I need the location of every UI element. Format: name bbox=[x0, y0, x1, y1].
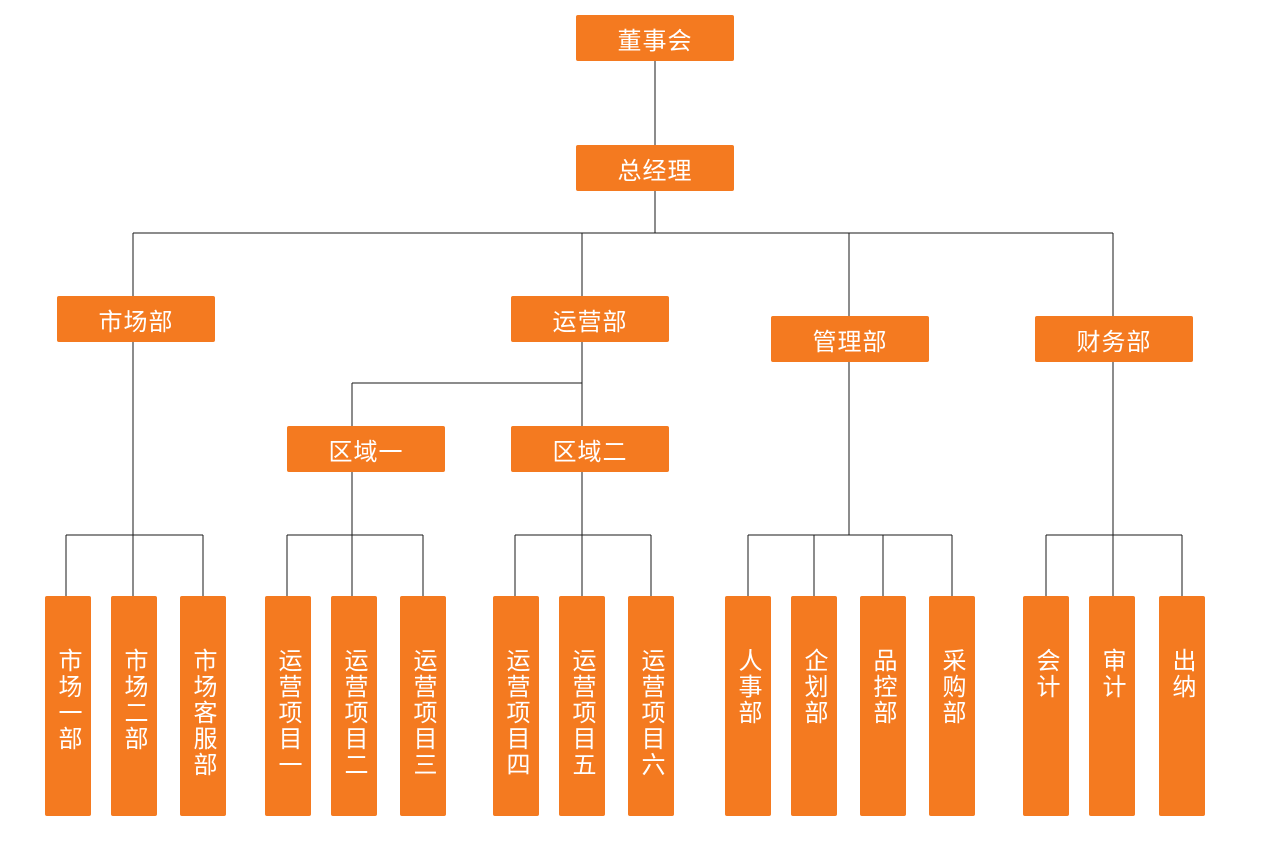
node-hr: 人事部 bbox=[725, 596, 771, 816]
node-project-6-label: 运营项目六 bbox=[637, 648, 665, 778]
node-project-3-label: 运营项目三 bbox=[409, 648, 437, 778]
node-board: 董事会 bbox=[576, 15, 734, 61]
node-market-2: 市场二部 bbox=[111, 596, 157, 816]
node-market-cs-label: 市场客服部 bbox=[189, 648, 217, 778]
node-market-1: 市场一部 bbox=[45, 596, 91, 816]
node-market-2-label: 市场二部 bbox=[120, 648, 148, 752]
node-market-dept: 市场部 bbox=[57, 296, 215, 342]
node-audit-label: 审计 bbox=[1098, 648, 1126, 700]
node-project-4: 运营项目四 bbox=[493, 596, 539, 816]
node-quality-control: 品控部 bbox=[860, 596, 906, 816]
node-region-1: 区域一 bbox=[287, 426, 445, 472]
node-audit: 审计 bbox=[1089, 596, 1135, 816]
node-region-2: 区域二 bbox=[511, 426, 669, 472]
node-project-1: 运营项目一 bbox=[265, 596, 311, 816]
node-accounting-label: 会计 bbox=[1032, 648, 1060, 700]
node-general-manager: 总经理 bbox=[576, 145, 734, 191]
node-project-5-label: 运营项目五 bbox=[568, 648, 596, 778]
node-hr-label: 人事部 bbox=[734, 648, 762, 726]
node-project-6: 运营项目六 bbox=[628, 596, 674, 816]
node-cashier: 出纳 bbox=[1159, 596, 1205, 816]
node-market-1-label: 市场一部 bbox=[54, 648, 82, 752]
node-planning: 企划部 bbox=[791, 596, 837, 816]
node-cashier-label: 出纳 bbox=[1168, 648, 1196, 700]
node-project-2: 运营项目二 bbox=[331, 596, 377, 816]
node-quality-control-label: 品控部 bbox=[869, 648, 897, 726]
node-accounting: 会计 bbox=[1023, 596, 1069, 816]
node-ops-dept: 运营部 bbox=[511, 296, 669, 342]
node-purchasing: 采购部 bbox=[929, 596, 975, 816]
node-market-cs: 市场客服部 bbox=[180, 596, 226, 816]
node-planning-label: 企划部 bbox=[800, 648, 828, 726]
node-admin-dept: 管理部 bbox=[771, 316, 929, 362]
node-project-1-label: 运营项目一 bbox=[274, 648, 302, 778]
node-purchasing-label: 采购部 bbox=[938, 648, 966, 726]
node-project-2-label: 运营项目二 bbox=[340, 648, 368, 778]
node-finance-dept: 财务部 bbox=[1035, 316, 1193, 362]
node-project-3: 运营项目三 bbox=[400, 596, 446, 816]
node-project-5: 运营项目五 bbox=[559, 596, 605, 816]
node-project-4-label: 运营项目四 bbox=[502, 648, 530, 778]
